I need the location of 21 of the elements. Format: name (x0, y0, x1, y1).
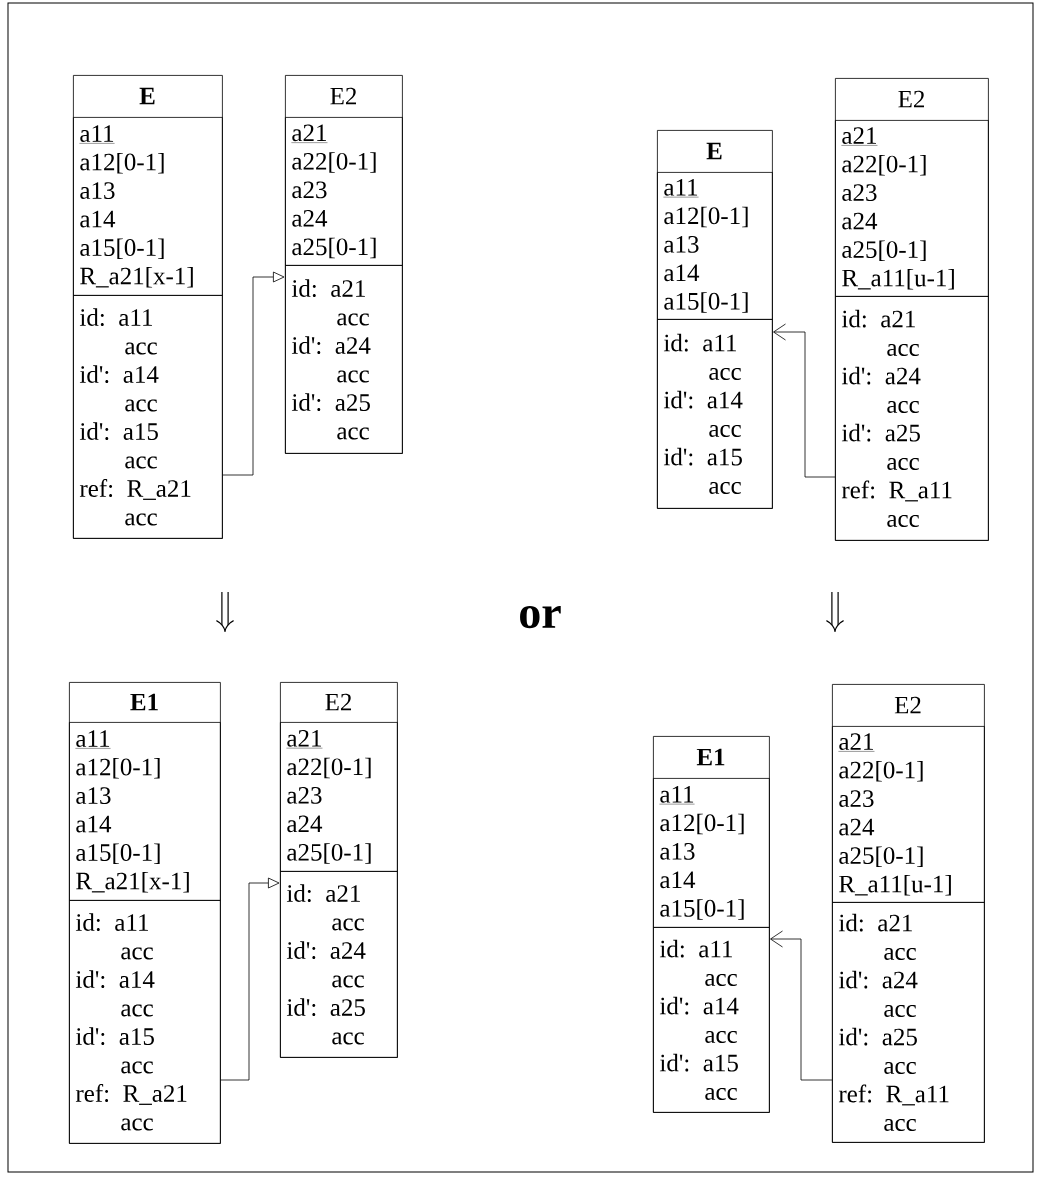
constraint-list: id: a21 acc id': a24 acc id': a25 acc (285, 265, 403, 454)
constraint-list: id: a11 acc id': a14 acc id': a15 acc ref: R_a21 acc (73, 295, 223, 539)
constraint-list: id: a21 acc id': a24 acc id': a25 acc ref: R_a11 acc (835, 296, 989, 541)
attribute-list: a11 a12[0-1] a13 a14 a15[0-1] (657, 172, 773, 320)
attribute-list: a21 a22[0-1] a23 a24 a25[0-1] (280, 722, 398, 872)
reference-arrow (220, 877, 280, 1081)
attribute-list: a21 a22[0-1] a23 a24 a25[0-1] R_a11[u-1] (835, 120, 989, 297)
separator-word: or (520, 605, 561, 629)
constraint-list: id: a11 acc id': a14 acc id': a15 acc (657, 319, 773, 509)
attribute-list: a11 a12[0-1] a13 a14 a15[0-1] R_a21[x-1] (73, 117, 223, 296)
constraint-list: id: a11 acc id': a14 acc id': a15 acc ref: R_a21 acc (69, 900, 221, 1144)
reference-arrow (222, 271, 285, 476)
reference-arrow (770, 930, 833, 1081)
attribute-list: a21 a22[0-1] a23 a24 a25[0-1] R_a11[u-1] (832, 726, 985, 903)
attribute-list: a11 a12[0-1] a13 a14 a15[0-1] (653, 778, 770, 928)
attribute-list: a21 a22[0-1] a23 a24 a25[0-1] (285, 117, 403, 266)
constraint-list: id: a21 acc id': a24 acc id': a25 acc (280, 871, 398, 1058)
constraint-list: id: a21 acc id': a24 acc id': a25 acc ref: R_a11 acc (832, 902, 985, 1143)
attribute-list: a11 a12[0-1] a13 a14 a15[0-1] R_a21[x-1] (69, 722, 221, 901)
constraint-list: id: a11 acc id': a14 acc id': a15 acc (653, 927, 770, 1113)
reference-arrow (773, 323, 836, 478)
